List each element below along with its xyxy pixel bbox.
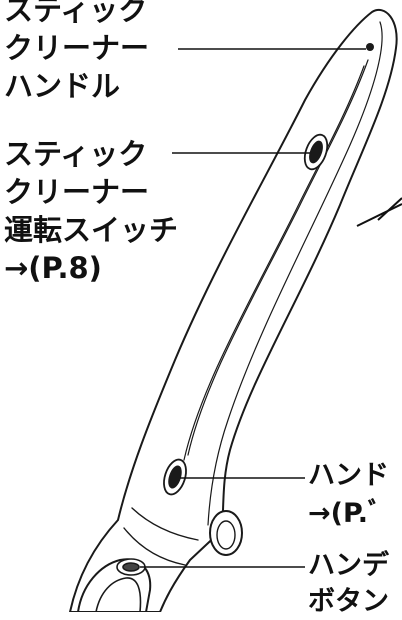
side-knob-inner [216,520,236,550]
switch-label-ref: →(P.8) [4,251,102,285]
handle-label-line2: クリーナー [4,31,150,65]
handle-label-line1: スティック [4,0,148,27]
switch-label-line3: 運転スイッチ [4,213,179,247]
body-seam-line [131,507,199,541]
handle-top-dot [366,43,374,51]
hand-release-label-line1: ハンド [308,460,389,491]
grip-outer [77,558,152,613]
hand-release-switch [163,458,187,496]
hand-release-label-ref: →(P.ﾞ [308,498,382,529]
grip-inner [95,577,142,613]
side-knob [209,510,243,556]
switch-label-line1: スティック [4,137,148,171]
handy-button-label-line1: ハンデ [308,550,389,581]
handle-inner-line-3 [183,65,365,461]
handy-button-label-line2: ボタン [308,586,389,617]
body-seam-line-2 [123,527,186,566]
switch-label-line2: クリーナー [4,175,150,209]
handle-inner-line-1 [207,21,383,526]
handy-release-button [116,558,146,576]
run-switch [303,133,329,171]
handle-label-line3: ハンドル [4,69,121,103]
pointer-arrow-head [377,197,402,221]
pointer-arrow-shaft [356,203,402,227]
handle-inner-line-2 [187,59,369,456]
